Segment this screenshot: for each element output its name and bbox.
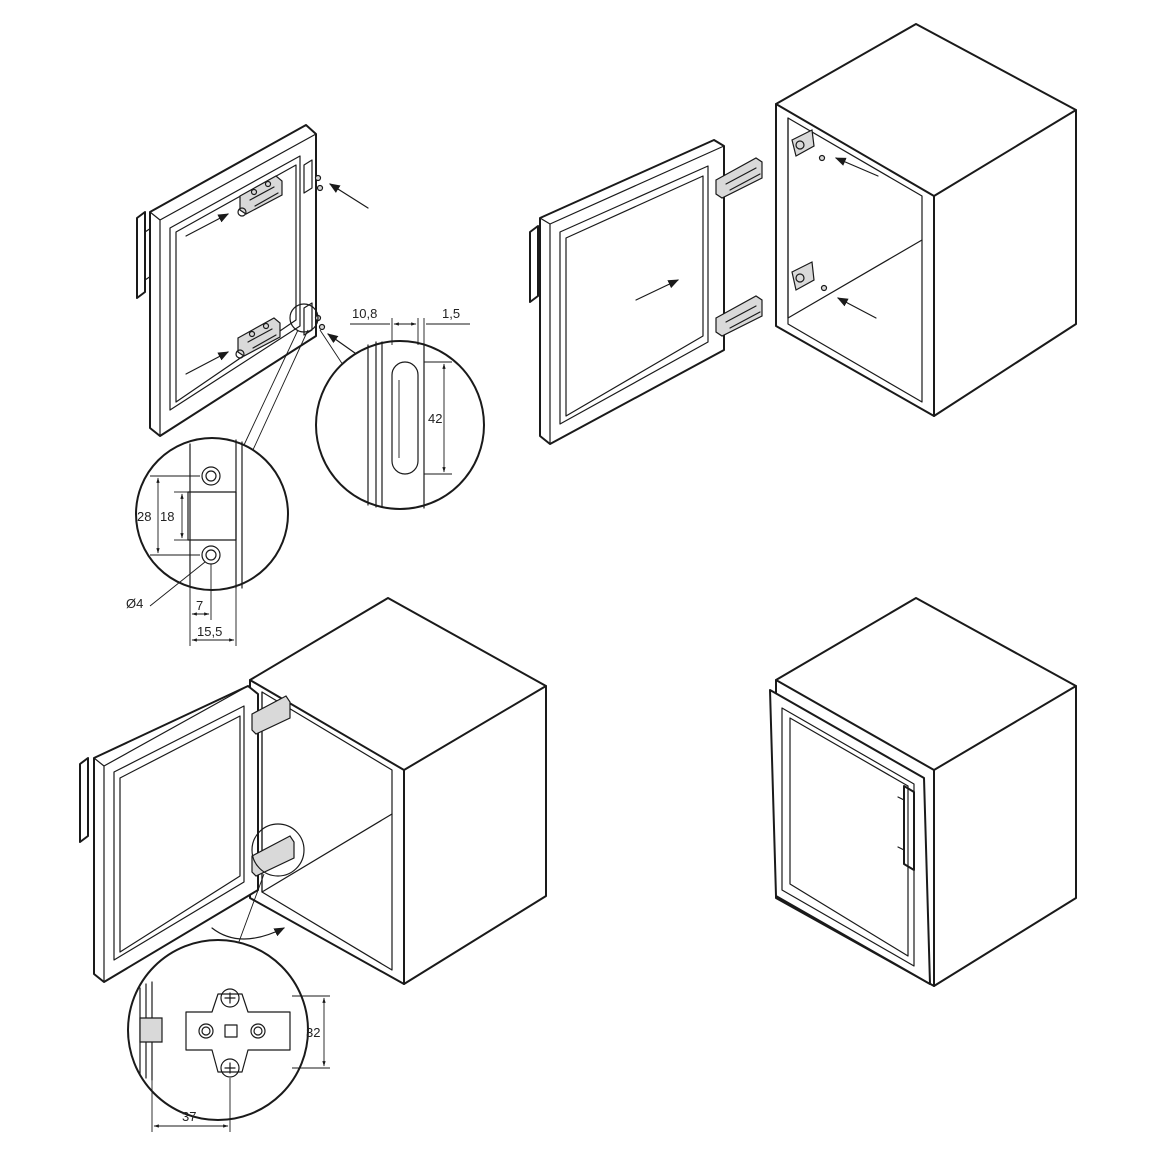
step4-cabinet-closed xyxy=(769,597,1077,987)
cabinet-2 xyxy=(775,23,1077,417)
step1-door-with-hinges xyxy=(136,124,369,453)
dim-37: 37 xyxy=(182,1109,196,1124)
hinge-lower xyxy=(235,317,281,359)
door-glass-frame xyxy=(169,155,301,411)
detail-hinge-plate: 32 37 xyxy=(127,939,330,1132)
door-handle-4 xyxy=(897,785,915,871)
step2-door-and-cabinet xyxy=(529,23,1077,445)
striker-rect xyxy=(187,491,237,541)
dim-42: 42 xyxy=(428,411,442,426)
door-panel xyxy=(149,124,317,437)
door-panel-2 xyxy=(539,139,725,445)
dim-7: 7 xyxy=(196,598,203,613)
dim-dia4: Ø4 xyxy=(126,596,143,611)
dim-32: 32 xyxy=(306,1025,320,1040)
cabinet-3 xyxy=(249,597,547,985)
mounting-plate xyxy=(185,993,291,1073)
detail-slot: 42 10,8 1,5 xyxy=(315,306,485,510)
dim-10-8: 10,8 xyxy=(352,306,377,321)
slot-hole xyxy=(391,361,419,475)
door-panel-4 xyxy=(769,689,931,985)
hinge-upper xyxy=(237,175,283,217)
step3-door-open xyxy=(79,597,547,985)
dim-15-5: 15,5 xyxy=(197,624,222,639)
dim-28: 28 xyxy=(137,509,151,524)
dim-1-5: 1,5 xyxy=(442,306,460,321)
detail-striker-plate: 28 18 Ø4 7 15,5 xyxy=(126,437,289,646)
dim-18: 18 xyxy=(160,509,174,524)
